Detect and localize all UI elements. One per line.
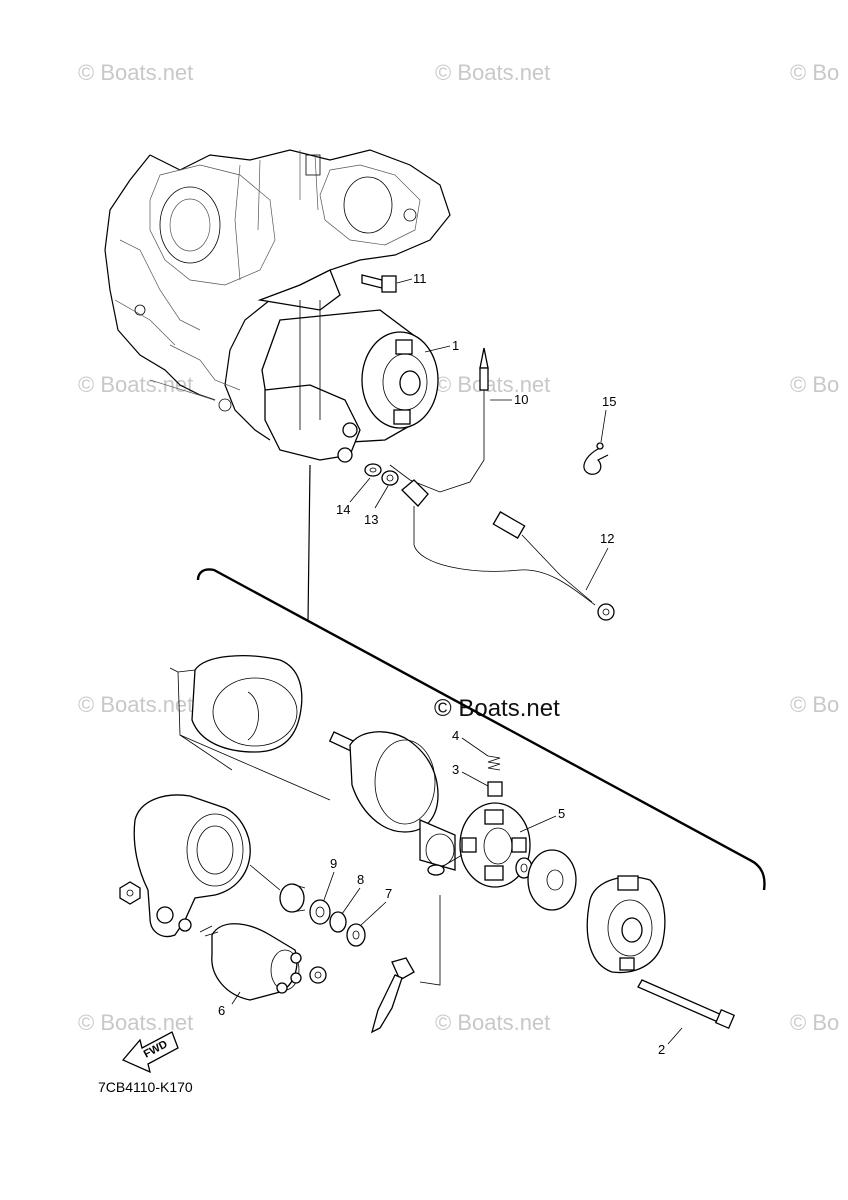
callout-13: 13 bbox=[364, 512, 378, 527]
watermark: © Boats.net bbox=[435, 1010, 550, 1035]
callout-7: 7 bbox=[385, 886, 392, 901]
clip-8 bbox=[329, 911, 347, 933]
shift-lever bbox=[370, 957, 415, 1034]
washer-13 bbox=[381, 470, 399, 486]
wire-lead-12 bbox=[401, 479, 615, 621]
watermark: © Bo bbox=[790, 60, 839, 85]
callout-5: 5 bbox=[558, 806, 565, 821]
watermark: © Boats.net bbox=[78, 372, 193, 397]
callout-1: 1 bbox=[452, 338, 459, 353]
watermark: © Boats.net bbox=[435, 372, 550, 397]
callout-11: 11 bbox=[413, 271, 427, 286]
washer-large bbox=[527, 849, 577, 911]
watermark: © Bo bbox=[790, 692, 839, 717]
callout-15: 15 bbox=[602, 394, 616, 409]
brush-holder-5 bbox=[427, 802, 531, 888]
solenoid-6 bbox=[199, 923, 302, 1001]
bolt-11 bbox=[361, 274, 397, 293]
nut-housing bbox=[119, 881, 141, 905]
lead-10 bbox=[389, 347, 489, 493]
collar bbox=[279, 883, 306, 913]
end-cover bbox=[586, 875, 666, 974]
callout-10: 10 bbox=[514, 392, 528, 407]
washer-9 bbox=[309, 899, 331, 925]
callout-3: 3 bbox=[452, 762, 459, 777]
callout-9: 9 bbox=[330, 856, 337, 871]
nut-solenoid bbox=[309, 966, 327, 984]
through-bolt-2 bbox=[637, 979, 736, 1030]
callout-12: 12 bbox=[600, 531, 614, 546]
callout-4: 4 bbox=[452, 728, 459, 743]
brush-3 bbox=[487, 781, 503, 797]
diagram-code: 7CB4110-K170 bbox=[98, 1079, 193, 1095]
washer-7 bbox=[346, 923, 366, 947]
clip-15 bbox=[583, 442, 609, 475]
brush-spring-4 bbox=[487, 755, 501, 771]
starter-motor-assembly bbox=[257, 269, 439, 463]
nut-14 bbox=[364, 463, 382, 477]
watermark: © Boats.net bbox=[78, 1010, 193, 1035]
yoke-housing bbox=[191, 655, 303, 753]
callout-14: 14 bbox=[336, 502, 350, 517]
watermark: © Bo bbox=[790, 1010, 839, 1035]
fwd-arrow-icon bbox=[121, 1031, 179, 1074]
callout-8: 8 bbox=[357, 872, 364, 887]
armature bbox=[328, 731, 456, 871]
watermark: © Boats.net bbox=[78, 60, 193, 85]
watermark: © Boats.net bbox=[435, 60, 550, 85]
drive-housing bbox=[133, 794, 251, 938]
callout-2: 2 bbox=[658, 1042, 665, 1057]
callout-6: 6 bbox=[218, 1003, 225, 1018]
watermark: © Bo bbox=[790, 372, 839, 397]
engine-block-drawing bbox=[104, 149, 451, 441]
watermark: © Boats.net bbox=[78, 692, 193, 717]
